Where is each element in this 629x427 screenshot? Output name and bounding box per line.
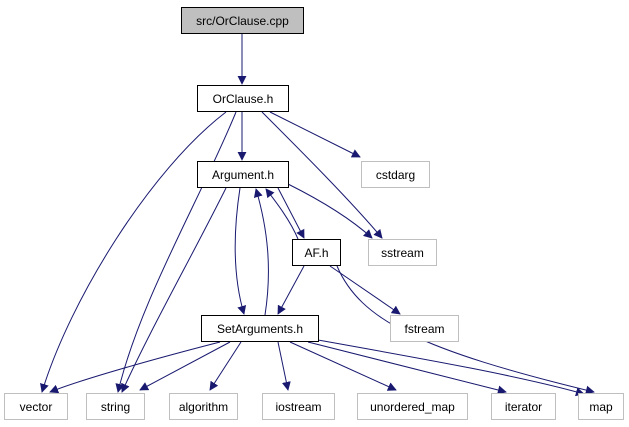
node-unordered-map[interactable]: unordered_map [357, 393, 468, 420]
edge-setargs-to-algorithm [209, 341, 242, 391]
node-af-h[interactable]: AF.h [292, 239, 341, 266]
node-argument-h[interactable]: Argument.h [197, 161, 289, 188]
edge-af-to-argument [265, 188, 299, 240]
node-iostream[interactable]: iostream [262, 393, 335, 420]
edge-setargs-to-iterator [307, 341, 507, 395]
edge-af-to-setargs [277, 265, 305, 315]
node-cstdarg[interactable]: cstdarg [361, 161, 430, 188]
edge-setargs-to-string [139, 341, 231, 391]
edge-argument-to-setargs [234, 187, 247, 315]
edge-af-to-fstream [329, 265, 401, 315]
node-orclause-h[interactable]: OrClause.h [197, 85, 289, 112]
edge-orclause-to-string [115, 111, 237, 393]
edge-orclause-to-vector [40, 111, 227, 393]
edge-setargs-to-map [317, 339, 585, 397]
edge-argument-to-string [121, 187, 227, 393]
edge-argument-to-sstream [287, 183, 373, 239]
edge-setargs-to-iostream [277, 341, 291, 391]
node-src-orclause-cpp[interactable]: src/OrClause.cpp [181, 7, 304, 34]
node-setarguments-h[interactable]: SetArguments.h [201, 315, 319, 342]
node-string[interactable]: string [86, 393, 145, 420]
node-sstream[interactable]: sstream [368, 239, 437, 266]
node-fstream[interactable]: fstream [390, 315, 459, 342]
node-vector[interactable]: vector [4, 393, 68, 420]
edge-setargs-to-unordered_map [289, 341, 397, 391]
edge-setargs-to-argument [253, 188, 269, 316]
edge-orclause-to-sstream [261, 111, 383, 239]
node-iterator[interactable]: iterator [491, 393, 556, 420]
node-algorithm[interactable]: algorithm [169, 393, 238, 420]
edge-af-to-map [336, 265, 595, 395]
edge-argument-to-af [277, 187, 305, 239]
edge-setargs-to-vector [49, 341, 221, 394]
edge-orclause-to-cstdarg [269, 111, 361, 158]
node-map[interactable]: map [578, 393, 624, 420]
